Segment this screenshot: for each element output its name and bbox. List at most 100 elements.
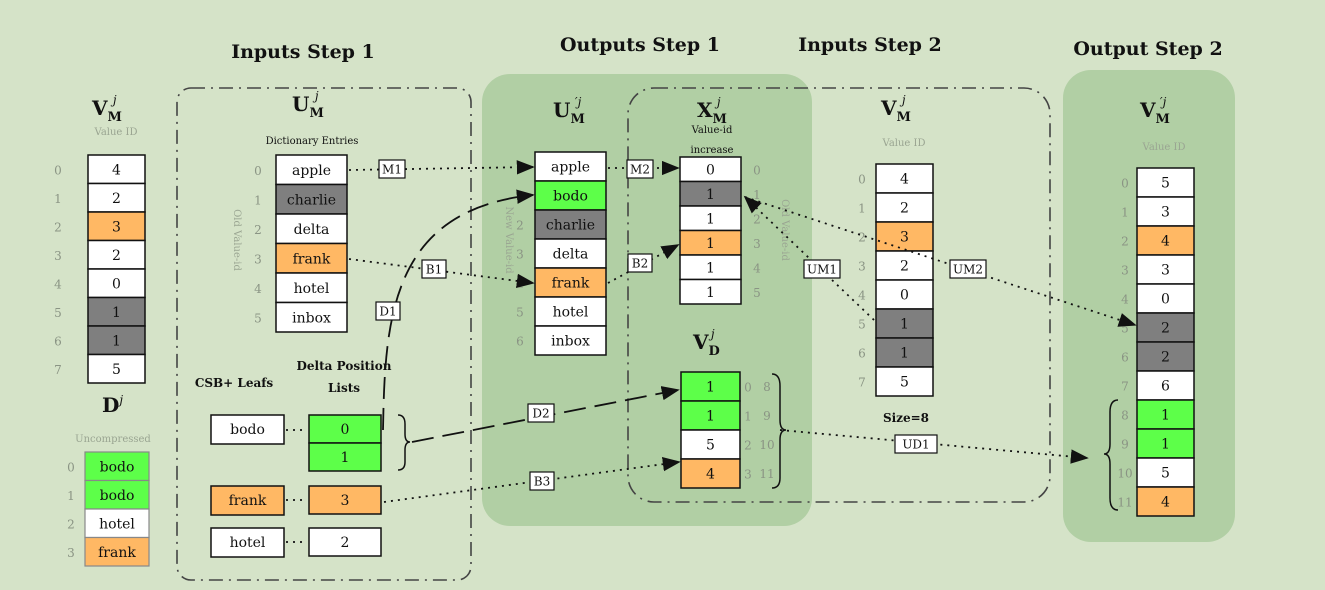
dj-column-value: hotel <box>99 516 135 532</box>
vm-output-column-value: 1 <box>1161 408 1170 424</box>
label-um2-text: UM2 <box>953 263 983 277</box>
label-m1-text: M1 <box>382 163 402 177</box>
title-output-step2: Output Step 2 <box>1073 38 1222 60</box>
side-label-new-value-id: New Value-id <box>503 206 514 274</box>
vm-step2-column-index: 7 <box>858 376 866 390</box>
vm-output-column-value: 0 <box>1161 292 1170 308</box>
um-new-column-index: 3 <box>516 248 524 262</box>
label-m1: M1 <box>378 159 406 179</box>
vm-step2-column-cell <box>875 366 934 397</box>
vm-output-column-index: 4 <box>1121 293 1129 307</box>
vm-step2-column-index: 3 <box>858 260 866 274</box>
header-vd: VDj <box>692 327 720 359</box>
vm-output-column-index: 7 <box>1121 380 1129 394</box>
vm-left-cell <box>87 353 146 384</box>
xm-column-cell <box>679 254 742 281</box>
braces-layer <box>397 373 1119 511</box>
vm-output-column-index: 3 <box>1121 264 1129 278</box>
svg-text:Dictionary Entries: Dictionary Entries <box>266 136 359 147</box>
svg-text:Value-id: Value-id <box>691 125 733 136</box>
vd-row-index: 10 <box>759 438 774 452</box>
vm-left-cell <box>87 211 146 242</box>
vd-column-right-index: 2 <box>744 439 752 453</box>
svg-text:XMj: XMj <box>697 95 727 127</box>
xm-column-value: 1 <box>706 285 715 301</box>
vm-left-cell <box>87 268 146 299</box>
inputs-step1-frame <box>176 87 472 581</box>
um-new-column-value: hotel <box>553 305 589 321</box>
um-new-column-index: 6 <box>516 335 524 349</box>
dj-column-value: bodo <box>100 488 135 504</box>
vm-output-column-index: 8 <box>1121 409 1129 423</box>
vm-left-value: 4 <box>112 162 121 178</box>
csb-leaf-label: hotel <box>230 535 266 551</box>
xm-column-cell <box>679 205 742 232</box>
title-inputs-step1: Inputs Step 1 <box>231 41 375 63</box>
label-b1-text: B1 <box>426 263 442 277</box>
um-column-index: 2 <box>254 223 262 237</box>
vm-step2-column-value: 4 <box>900 172 909 188</box>
brace-vm-output <box>1103 399 1119 511</box>
vm-step2-column-index: 6 <box>858 347 866 361</box>
side-label-old-value-id-xm: Old Value-id <box>779 199 790 261</box>
vd-column-value: 5 <box>706 438 715 454</box>
um-new-column-value: bodo <box>553 189 588 205</box>
vd-column-value: 1 <box>706 380 715 396</box>
outputs-step1-panel <box>482 74 812 526</box>
csb-leaf <box>210 485 285 516</box>
vm-step2-column-cell <box>875 337 934 368</box>
vm-output-column-cell <box>1136 399 1195 430</box>
vd-column-cell <box>680 458 741 489</box>
um-column-value: charlie <box>287 192 336 208</box>
label-um2: UM2 <box>949 259 987 279</box>
vm-output-column-value: 5 <box>1161 176 1170 192</box>
vm-output-column-value: 2 <box>1161 321 1170 337</box>
dj-column-value: frank <box>98 545 136 561</box>
delta-position-value: 3 <box>341 493 350 509</box>
caption: Value ID <box>94 127 138 138</box>
vm-step2-column-cell <box>875 163 934 194</box>
um-column-value: apple <box>292 163 331 179</box>
xm-column-value: 1 <box>706 211 715 227</box>
arrow-um1 <box>743 195 875 321</box>
vm-left-value: 2 <box>112 191 121 207</box>
um-new-column-value: charlie <box>546 218 595 234</box>
vm-step2-column-value: 1 <box>900 346 909 362</box>
csb-leafs-title: CSB+ Leafs <box>195 376 274 390</box>
svg-text:UM′j: UM′j <box>553 95 585 127</box>
vm-step2-column-cell <box>875 221 934 252</box>
vm-left-index: 2 <box>54 220 62 234</box>
label-um1: UM1 <box>803 259 841 279</box>
vd-column-right-index: 0 <box>744 381 752 395</box>
delta-position-cell <box>308 442 382 472</box>
vm-output-column-cell <box>1136 370 1195 401</box>
inputs-step2-frame <box>627 87 1051 503</box>
label-ud1-text: UD1 <box>902 438 929 452</box>
delta-position-cell <box>308 527 382 557</box>
vm-left-index: 1 <box>54 192 62 206</box>
dj-column-cell <box>84 536 150 567</box>
um-new-column-cell <box>534 209 607 240</box>
vm-left-value: 1 <box>112 333 121 349</box>
label-m2: M2 <box>626 159 654 179</box>
vm-left-value: 0 <box>112 276 121 292</box>
xm-column-right-index: 2 <box>753 212 761 226</box>
xm-column-cell <box>679 229 742 256</box>
side-label-old-value-id: Old Value-id <box>231 209 242 271</box>
um-new-column-cell <box>534 151 607 182</box>
vm-output-column-cell <box>1136 167 1195 198</box>
vm-output-column-value: 4 <box>1161 234 1170 250</box>
um-new-column-cell <box>534 238 607 269</box>
xm-column-cell <box>679 156 742 183</box>
xm-column-value: 0 <box>706 162 715 178</box>
vm-left-cell <box>87 182 146 213</box>
delta-lists-title: Lists <box>328 381 360 395</box>
vm-output-column-value: 6 <box>1161 379 1170 395</box>
svg-text:VM′j: VM′j <box>1139 95 1170 127</box>
vm-step2-column-value: 2 <box>900 259 909 275</box>
um-column-value: hotel <box>294 281 330 297</box>
